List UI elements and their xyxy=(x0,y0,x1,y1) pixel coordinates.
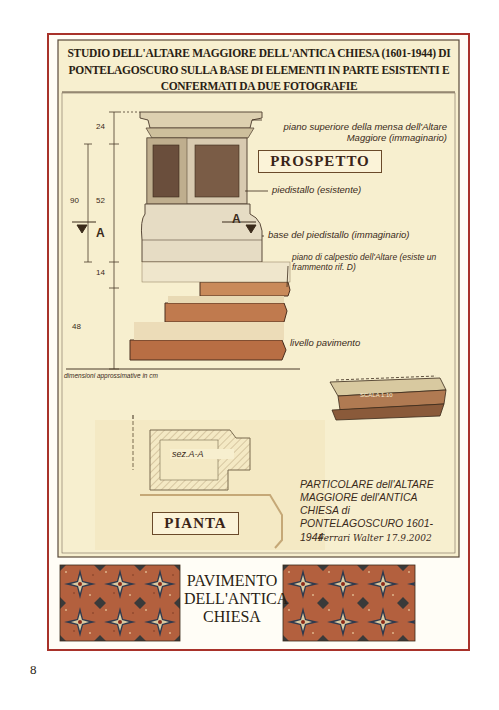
signature: Ferrari Walter 17.9.2002 xyxy=(318,533,448,543)
scale-note: SCALA 1:10 xyxy=(360,392,420,399)
view-title-box: PIANTA xyxy=(152,512,239,535)
callout-label: piano superiore della mensa dell'Altare … xyxy=(262,122,447,144)
floor-caption: PAVIMENTO DELL'ANTICA CHIESA xyxy=(184,572,280,626)
callout-label: piedistallo (esistente) xyxy=(272,185,422,196)
box-text: PROSPETTO xyxy=(259,153,381,170)
callout-label: base del piedistallo (immaginario) xyxy=(268,230,428,241)
drawing-title: STUDIO DELL'ALTARE MAGGIORE DELL'ANTICA … xyxy=(66,45,452,95)
callout-label: livello pavimento xyxy=(290,338,420,349)
dimension: 48 xyxy=(72,322,88,331)
section-label: sez.A-A xyxy=(170,449,234,459)
dimension: 14 xyxy=(96,268,112,277)
note: dimensioni approssimative in cm xyxy=(64,372,214,379)
section-mark: A xyxy=(232,213,246,227)
box-text: PIANTA xyxy=(153,515,238,532)
callout-label: piano di calpestio dell'Altare (esiste u… xyxy=(292,253,452,273)
dimension: 52 xyxy=(96,196,112,205)
view-title-box: PROSPETTO xyxy=(258,150,382,173)
page-number: 8 xyxy=(30,663,50,678)
dimension: 24 xyxy=(96,122,112,131)
section-mark: A xyxy=(96,227,110,241)
dimension: 90 xyxy=(70,196,86,205)
